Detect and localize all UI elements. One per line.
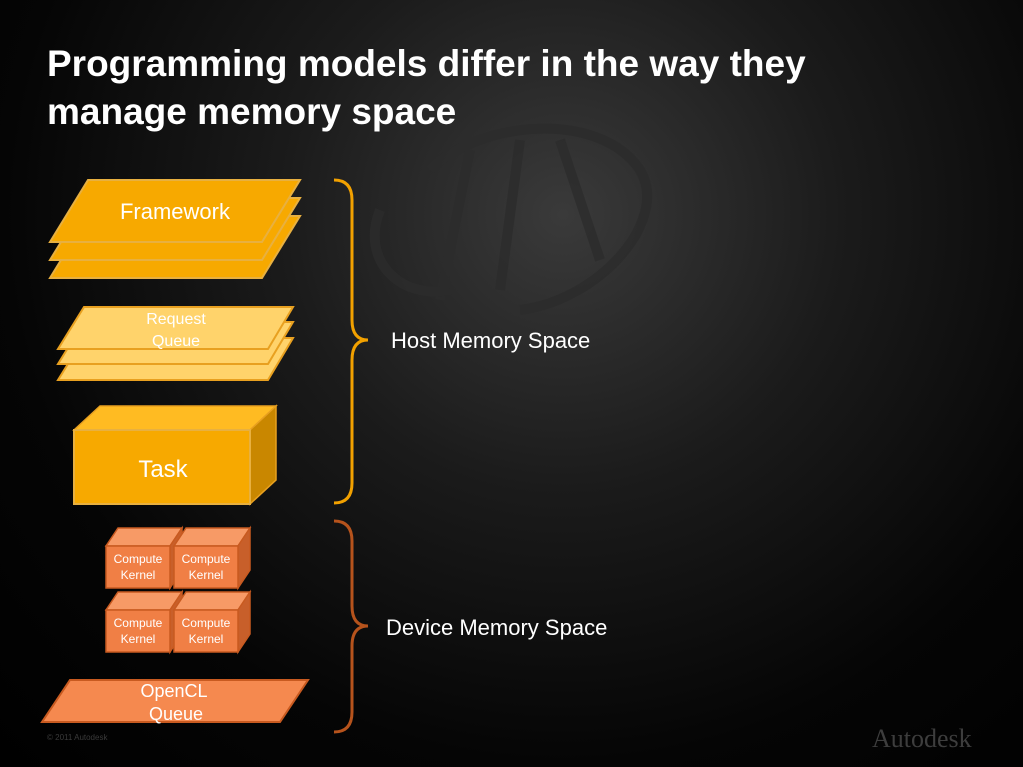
compute-kernel-grid: Compute Kernel Compute Kernel Compute Ke… bbox=[104, 525, 252, 655]
host-memory-brace bbox=[333, 178, 369, 505]
autodesk-logo: Autodesk bbox=[872, 724, 972, 753]
request-queue-stack: Request Queue bbox=[56, 306, 295, 381]
opencl-queue-label-line-2: Queue bbox=[149, 704, 203, 724]
opencl-queue-label-line-1: OpenCL bbox=[140, 681, 207, 701]
task-front-face bbox=[73, 429, 251, 505]
compute-kernel-box: Compute Kernel bbox=[104, 525, 184, 591]
opencl-queue: OpenCL Queue bbox=[40, 679, 310, 724]
compute-kernel-label-line-2: Kernel bbox=[189, 568, 224, 582]
device-memory-label: Device Memory Space bbox=[386, 615, 607, 640]
task-box: Task bbox=[72, 404, 278, 506]
task-label: Task bbox=[138, 456, 188, 483]
compute-kernel-label-line-2: Kernel bbox=[189, 632, 224, 646]
host-memory-label: Host Memory Space bbox=[391, 328, 590, 353]
compute-kernel-box: Compute Kernel bbox=[172, 525, 252, 591]
compute-kernel-label-line-1: Compute bbox=[114, 616, 163, 630]
framework-stack: Framework bbox=[48, 179, 302, 279]
compute-kernel-box: Compute Kernel bbox=[104, 589, 184, 655]
task-top-face bbox=[72, 405, 278, 431]
request-queue-layer-1 bbox=[56, 306, 295, 350]
device-memory-brace bbox=[333, 519, 369, 734]
compute-kernel-label-line-1: Compute bbox=[114, 552, 163, 566]
compute-kernel-label-line-2: Kernel bbox=[121, 632, 156, 646]
opencl-queue-shape bbox=[40, 679, 310, 723]
title-line-1: Programming models differ in the way the… bbox=[47, 43, 806, 84]
slide-title: Programming models differ in the way the… bbox=[47, 40, 947, 136]
compute-kernel-box: Compute Kernel bbox=[172, 589, 252, 655]
compute-kernel-label-line-1: Compute bbox=[182, 616, 231, 630]
compute-kernel-label-line-2: Kernel bbox=[121, 568, 156, 582]
title-line-2: manage memory space bbox=[47, 91, 457, 132]
copyright-text: © 2011 Autodesk bbox=[47, 733, 108, 742]
compute-kernel-label-line-1: Compute bbox=[182, 552, 231, 566]
framework-layer-1 bbox=[48, 179, 302, 243]
request-queue-label-line-1: Request bbox=[146, 311, 206, 328]
framework-label: Framework bbox=[120, 199, 231, 224]
request-queue-label-line-2: Queue bbox=[152, 333, 200, 350]
